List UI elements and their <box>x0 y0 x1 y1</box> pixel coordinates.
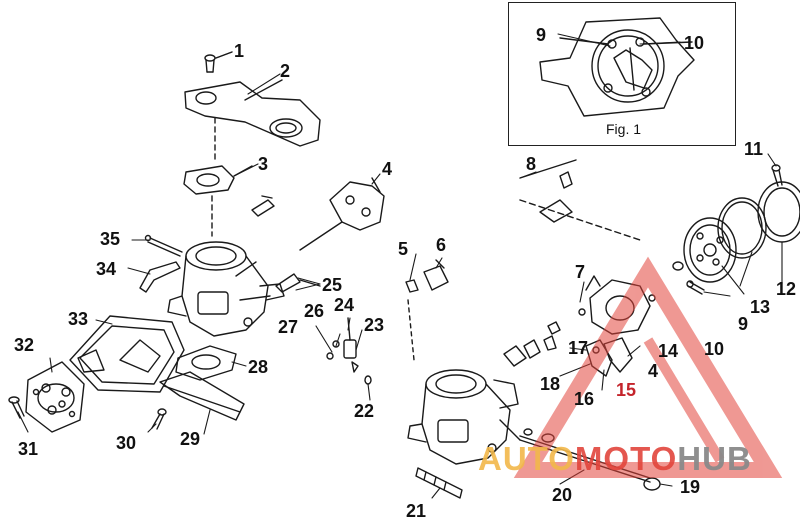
part-35-rod <box>144 234 183 257</box>
label-35: 35 <box>100 229 121 249</box>
label-31: 31 <box>18 439 39 459</box>
label-12: 12 <box>776 279 797 299</box>
label-23: 23 <box>364 315 385 335</box>
part-33-gasket <box>69 315 185 393</box>
label-10: 10 <box>704 339 725 359</box>
part-8-bracket <box>519 159 641 241</box>
watermark-part-hub: HUB <box>677 440 752 477</box>
part-19-nut <box>643 477 661 491</box>
part-4-bracket <box>299 177 385 251</box>
label-24: 24 <box>334 295 355 315</box>
part-29-plate <box>159 371 245 421</box>
part-3-gasket <box>183 165 253 195</box>
label-17: 17 <box>568 338 589 358</box>
label-14: 14 <box>658 341 679 361</box>
label-34: 34 <box>96 259 117 279</box>
label-11: 11 <box>744 139 764 159</box>
part-21-fuel-line <box>415 467 463 499</box>
part-12-cover <box>757 181 800 243</box>
label-9-inset: 9 <box>536 25 547 45</box>
part-9-10-screws <box>648 261 705 302</box>
label-16: 16 <box>574 389 595 409</box>
label-29: 29 <box>180 429 201 449</box>
label-30: 30 <box>116 433 137 453</box>
part-34-lever <box>139 261 181 293</box>
part-28-gasket <box>175 345 237 381</box>
fig1-inset-frame <box>508 2 736 146</box>
label-21: 21 <box>406 501 427 521</box>
label-33: 33 <box>68 309 89 329</box>
part-31-screw <box>8 396 25 419</box>
watermark-triangle <box>513 256 783 478</box>
label-3: 3 <box>258 154 269 174</box>
label-1: 1 <box>234 41 245 61</box>
label-32: 32 <box>14 335 35 355</box>
label-2: 2 <box>280 61 291 81</box>
label-27: 27 <box>278 317 299 337</box>
watermark-part-moto: MOTO <box>574 440 678 477</box>
part-13-diaphragm <box>683 217 737 283</box>
label-9: 9 <box>738 314 749 334</box>
label-20: 20 <box>552 485 573 505</box>
part-2-mounting-plate <box>184 79 321 147</box>
label-10-inset: 10 <box>684 33 705 53</box>
part-32-pump-cover <box>25 361 85 433</box>
label-26: 26 <box>304 301 325 321</box>
label-4-right: 4 <box>648 361 659 381</box>
fig1-caption: Fig. 1 <box>606 121 642 137</box>
part-1-screw <box>204 51 233 73</box>
label-25: 25 <box>322 275 343 295</box>
label-13: 13 <box>750 297 771 317</box>
part-carburetor-right <box>407 369 521 465</box>
label-4: 4 <box>382 159 393 179</box>
part-5-6-connector <box>405 259 449 361</box>
part-carburetor-left <box>167 241 285 337</box>
part-30-screw <box>151 408 167 430</box>
label-6: 6 <box>436 235 447 255</box>
label-15: 15 <box>616 380 637 400</box>
label-7: 7 <box>575 262 586 282</box>
part-11-screw <box>771 164 783 187</box>
watermark-part-auto: AUTO <box>478 440 575 477</box>
label-18: 18 <box>540 374 561 394</box>
label-19: 19 <box>680 477 701 497</box>
label-22: 22 <box>354 401 375 421</box>
watermark-logo-text: AUTOMOTOHUB <box>478 440 752 478</box>
label-5: 5 <box>398 239 409 259</box>
label-8: 8 <box>526 154 537 174</box>
part-screws-upper <box>251 195 275 217</box>
label-28: 28 <box>248 357 269 377</box>
